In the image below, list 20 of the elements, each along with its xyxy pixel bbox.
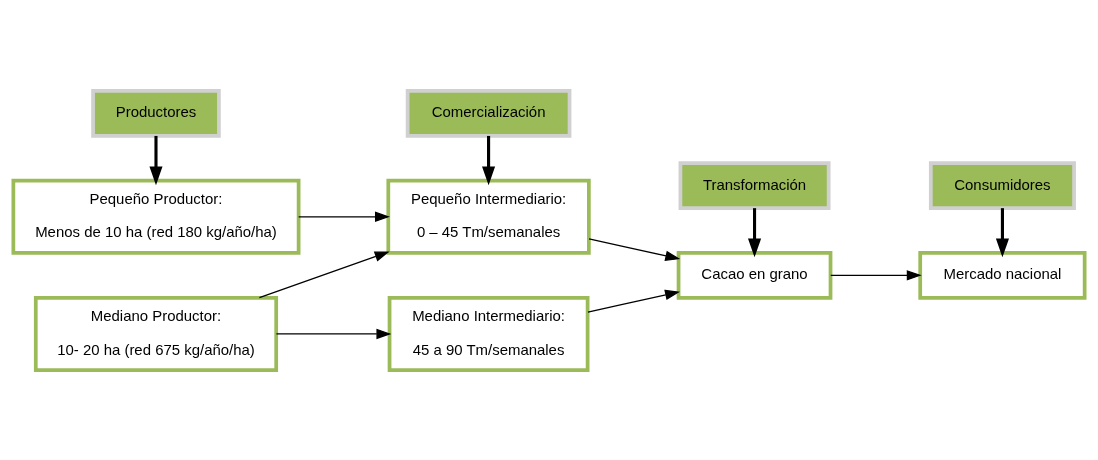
arrow [298,211,390,222]
node-box: Mercado nacional [918,250,1087,300]
arrow [748,207,762,257]
arrow [149,135,163,185]
node-box: Mediano Productor: 10- 20 ha (red 675 kg/año/ha) [33,295,279,372]
node-box: Transformación [678,160,831,210]
node-box: Consumidores [928,160,1076,210]
node-box: Pequeño Productor: Menos de 10 ha (red 180 kg/año/ha) [11,178,301,255]
arrow [482,135,496,185]
node-box: Mediano Intermediario: 45 a 90 Tm/semanales [387,295,590,372]
arrow [995,207,1009,257]
node-box: Productores [91,88,221,138]
node-box: Comercialización [405,88,572,138]
arrow [830,269,922,281]
arrow [275,328,392,339]
node-box: Cacao en grano [676,250,833,300]
arrow [258,250,390,298]
node-box: Pequeño Intermediario: 0 – 45 Tm/semanales [386,178,591,255]
arrow [587,289,680,313]
arrow [588,237,681,261]
